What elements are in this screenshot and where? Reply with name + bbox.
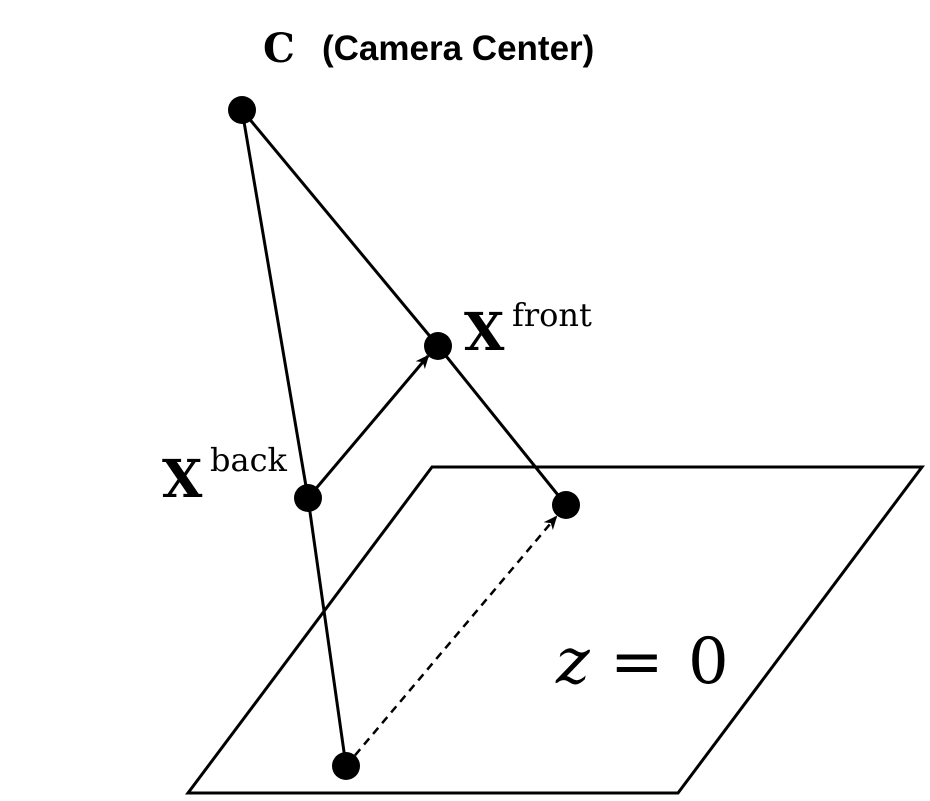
front-projection-point bbox=[552, 491, 580, 519]
ray-to-back bbox=[240, 109, 310, 499]
camera-center-symbol: C bbox=[263, 25, 295, 72]
front-point-superscript: front bbox=[512, 296, 592, 334]
back-point bbox=[294, 484, 322, 512]
ray-to-front bbox=[240, 109, 440, 347]
plane-equation-value: 0 bbox=[688, 625, 729, 699]
back-to-front-arrow bbox=[306, 354, 430, 499]
ground-plane bbox=[185, 465, 925, 795]
camera-center-point bbox=[228, 96, 256, 124]
front-point-symbol: X bbox=[464, 302, 505, 363]
back-point-superscript: back bbox=[210, 441, 287, 479]
ray-back-to-plane bbox=[306, 497, 348, 767]
plane-dashed-arrow bbox=[345, 515, 558, 767]
camera-center-label: (Camera Center) bbox=[322, 29, 594, 68]
back-point-symbol: X bbox=[162, 449, 203, 510]
plane-equation-variable: z bbox=[555, 625, 591, 699]
ray-front-to-plane bbox=[436, 345, 568, 506]
back-projection-point bbox=[332, 752, 360, 780]
front-point bbox=[424, 332, 452, 360]
plane-equation-equals: = bbox=[610, 625, 664, 699]
